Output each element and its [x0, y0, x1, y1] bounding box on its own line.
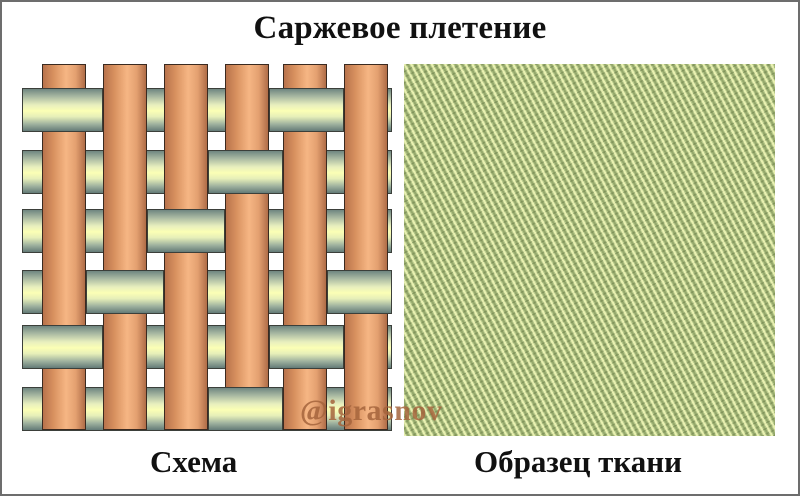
weft-float: [86, 270, 164, 314]
weft-float: [208, 387, 283, 431]
fabric-sample-photo: [404, 64, 775, 436]
weft-float: [208, 150, 283, 194]
sample-caption: Образец ткани: [474, 444, 683, 479]
weft-float: [269, 325, 344, 369]
weft-float: [327, 270, 392, 314]
warp-thread: [103, 64, 147, 430]
warp-thread: [344, 64, 388, 430]
weft-float: [269, 88, 344, 132]
warp-thread: [225, 64, 269, 430]
weft-float: [147, 209, 225, 253]
scheme-caption: Схема: [150, 444, 238, 479]
weft-float: [22, 88, 103, 132]
watermark: @igrasnov: [300, 394, 443, 427]
weft-float: [22, 325, 103, 369]
twill-weave-scheme: [22, 64, 392, 436]
page-title: Саржевое плетение: [253, 10, 547, 46]
